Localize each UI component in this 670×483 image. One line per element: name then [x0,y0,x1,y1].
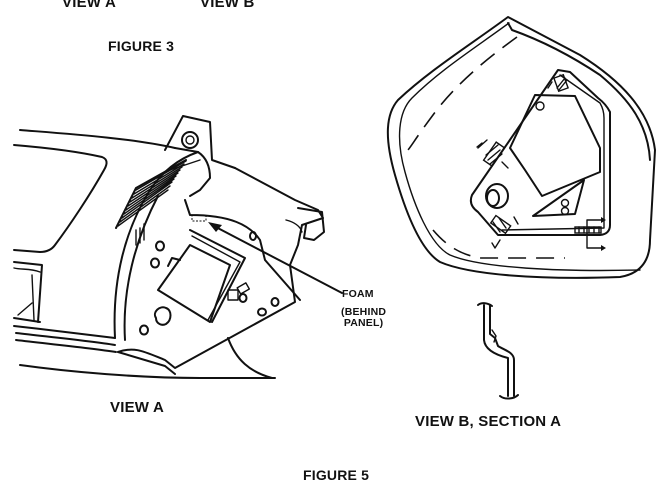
left-trim-bottom [13,317,41,323]
section-arrowhead-icon [601,217,606,251]
break-mark-bottom [499,394,519,400]
cover-panel [13,144,108,253]
screw-hole-icon [249,231,257,241]
profile-left [483,304,509,397]
bezel-dashed-lower [432,229,565,259]
lower-strip-3 [15,339,117,353]
foam-note-line-2: PANEL) [343,317,384,329]
dash-top-edge [19,129,176,149]
section-arrows [476,81,606,251]
bracket-bolt-icon [181,131,199,149]
left-trim-inner [13,267,41,273]
bezel-dashed-upper [407,36,518,151]
dashboard-outline [13,129,276,379]
duct-line [169,159,201,171]
duct-top [174,147,211,197]
duct-lower [149,151,199,191]
mount-plate-inner [501,74,605,231]
foam-pad-left [482,141,506,167]
bracket-outline [164,115,236,169]
lower-strip-1 [13,325,116,339]
mount-plate-outer [469,69,611,236]
bezel-outer-edge [386,16,656,279]
cluster-opening [509,94,601,197]
view-b-drawing [386,16,656,279]
panel-left-edge-inner [123,195,159,341]
cluster-bezel-outer [189,229,246,323]
profile-right [489,304,515,397]
foam-note-line-1: (BEHIND [341,306,387,318]
bezel-inner-edge [398,22,641,272]
grommet-outer-icon [485,183,509,209]
switch-slot [236,282,251,295]
grille-slats [117,160,187,227]
bezel-top-inner [507,22,651,161]
plate-hole-icon [560,206,570,216]
lower-strip-2 [15,332,116,346]
screw-hole-icon [139,324,149,336]
panel-bottom [117,351,176,375]
foam-pad-bottom-right [574,226,602,234]
leader-line [211,224,343,294]
screw-hole-icon [238,293,248,303]
left-trim-diag [17,302,33,316]
end-cap-outline [117,167,324,369]
foam-callout-note: (BEHIND PANEL) [341,307,386,329]
foam-callout [191,214,343,294]
defroster-grille [115,159,187,246]
section-marker [586,219,602,249]
end-panel [113,167,325,379]
panel-clip [297,207,325,241]
lower-skirt [227,337,273,379]
cluster-notch [167,257,181,267]
foam-pad-top [553,73,569,93]
section-arrow-icon [491,239,501,249]
figure3-caption: FIGURE 3 [108,38,175,54]
bottom-curve [19,364,276,379]
panel-face-top [184,199,301,301]
view-b-section-label: VIEW B, SECTION A [415,413,562,430]
screw-hole-icon [155,240,165,252]
plate-hole-icon [560,198,570,208]
figure5-caption: FIGURE 5 [303,467,370,483]
view-a-label: VIEW A [110,399,164,416]
section-arrow-icon [501,161,509,169]
section-arrow-icon [513,216,519,225]
grommet-inner-icon [486,189,500,207]
left-trim-inner2 [31,274,35,321]
mounting-bracket [164,115,236,169]
knob-hole-icon [154,306,172,326]
foam-marker [191,214,207,222]
section-a-profile [477,302,519,400]
figure3-view-b-label: VIEW B [200,0,255,11]
foam-callout-label: FOAM [342,288,374,300]
foam-pad-bottom-left [489,214,512,235]
screw-hole-icon [150,257,160,269]
left-trim [13,261,43,323]
cluster-bezel-inner [191,235,241,321]
arrowhead-icon [208,222,222,232]
screw-hole-icon [257,307,267,317]
instrument-cluster-cutout [139,229,280,336]
triangle-cutout [532,179,585,217]
switch-tab [227,289,239,301]
plate-hole-icon [535,101,545,111]
section-arrow-icon [547,81,553,89]
bracket-bolt-inner [185,135,195,145]
section-arrow-icon [476,139,488,149]
figure3-view-a-label: VIEW A [62,0,116,11]
profile-foam [491,329,497,343]
side-duct [149,147,211,197]
screw-hole-icon [270,297,280,307]
panel-left-edge [113,189,151,339]
clip-detail [285,219,303,233]
